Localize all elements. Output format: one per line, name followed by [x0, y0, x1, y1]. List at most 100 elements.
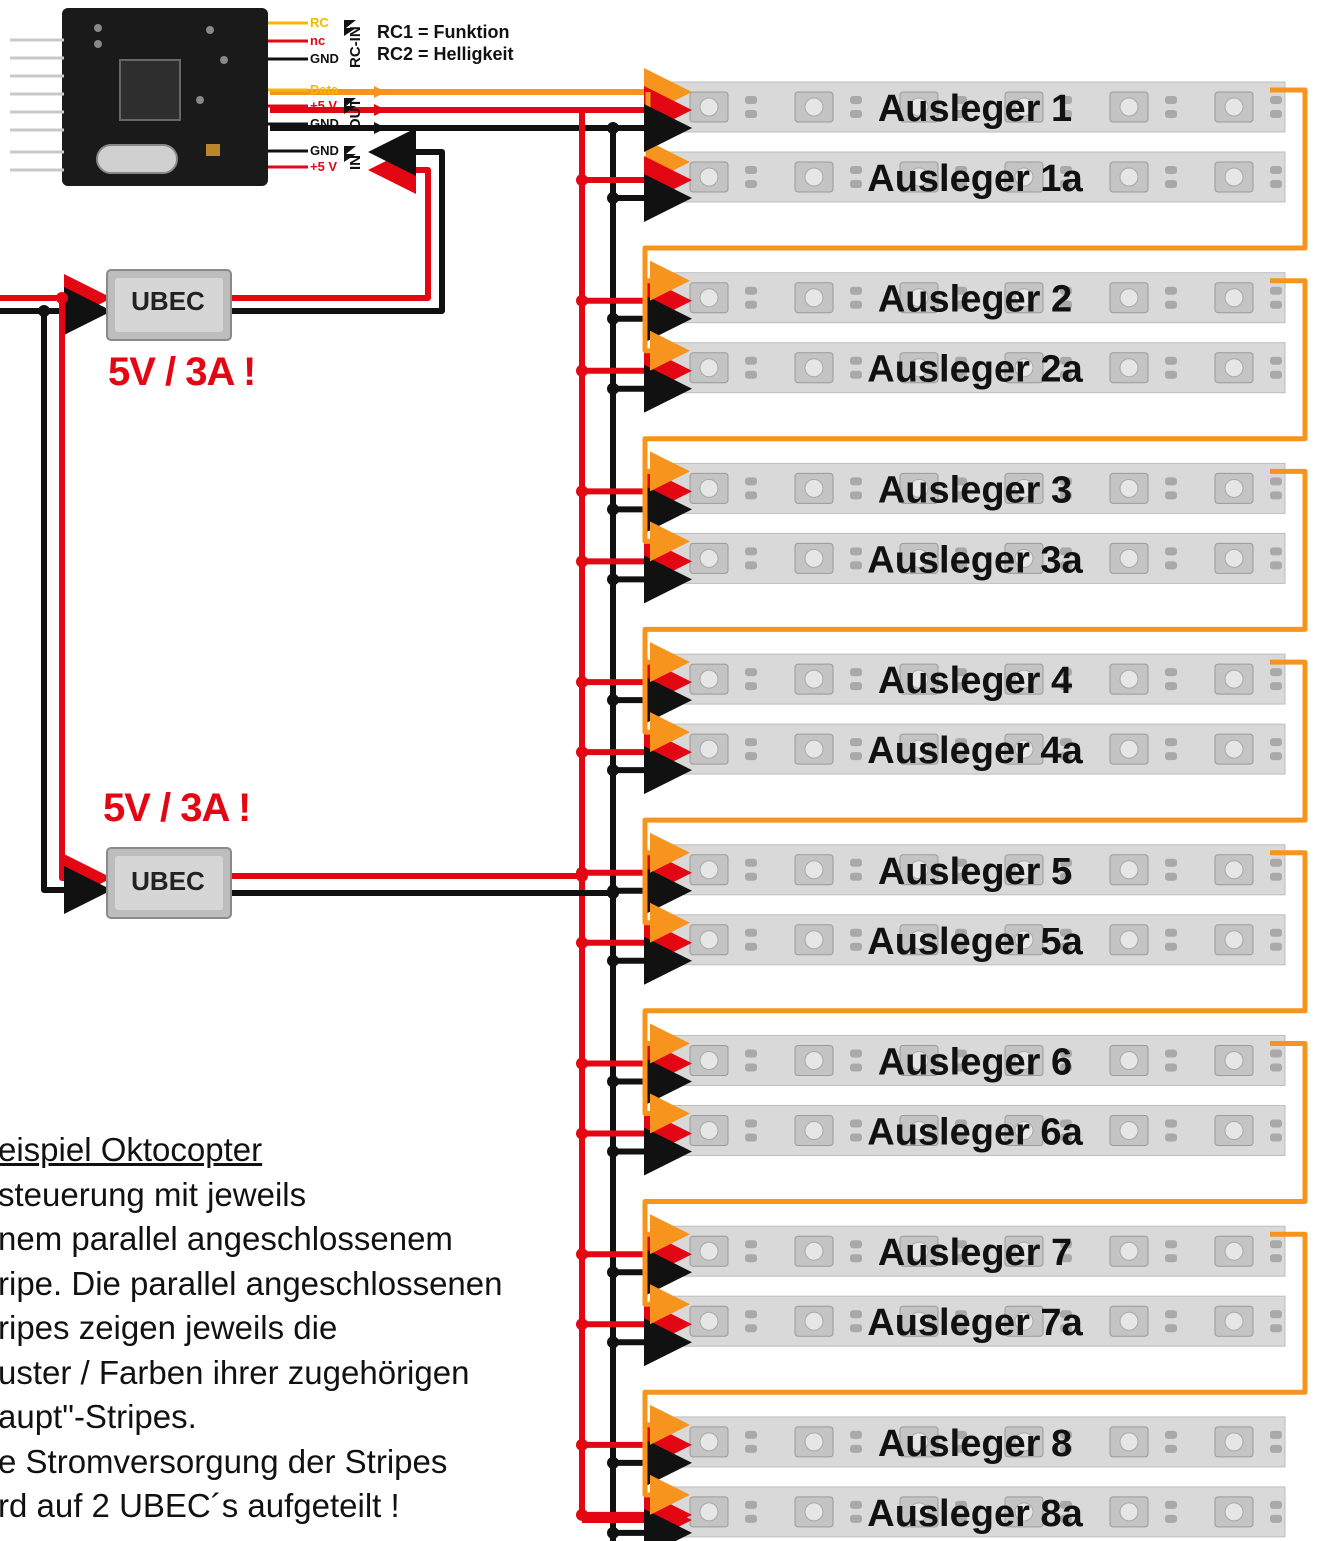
rc1-note: RC1 = Funktion [377, 22, 510, 42]
strip-body [664, 723, 1286, 775]
resistor [745, 286, 757, 295]
resistor [850, 668, 862, 677]
resistor [1165, 491, 1177, 500]
led-strip: Ausleger 7 [664, 1225, 1286, 1277]
resistor [1060, 1310, 1072, 1319]
resistor [1165, 1500, 1177, 1509]
resistor [850, 942, 862, 951]
resistor [745, 668, 757, 677]
led-lens [804, 1051, 824, 1070]
led-lens [1119, 548, 1139, 568]
junction-dot [576, 1438, 588, 1451]
led-lens [1014, 288, 1034, 308]
strip-body [664, 81, 1286, 133]
resistor [1060, 300, 1072, 309]
led-lens [1119, 1241, 1139, 1261]
ubec-1: UBEC [106, 269, 232, 341]
ubec-2-label: UBEC [131, 866, 205, 896]
resistor [850, 300, 862, 309]
led-lens [909, 1311, 929, 1331]
ubec-2: UBEC [106, 847, 232, 919]
resistor [1060, 356, 1072, 365]
led-lens [1014, 478, 1034, 498]
in-label: IN [347, 155, 364, 170]
resistor [850, 872, 862, 881]
resistor [850, 752, 862, 761]
resistor [955, 477, 967, 486]
plus-wire [59, 298, 112, 902]
led-lens [699, 1311, 719, 1331]
plus-wire [232, 146, 431, 301]
data-wire [642, 471, 690, 562]
resistor [850, 1049, 862, 1058]
led-strip: Ausleger 6 [664, 1035, 1286, 1086]
resistor [1165, 872, 1177, 881]
resistor [955, 1514, 967, 1523]
resistor [955, 180, 967, 188]
resistor [1165, 110, 1177, 118]
resistor [850, 110, 862, 118]
led-lens [1119, 1051, 1139, 1070]
junction-dot [576, 1508, 588, 1521]
resistor [955, 1500, 967, 1509]
led-lens [1224, 1311, 1244, 1331]
led-lens [1014, 860, 1034, 880]
resistor [850, 1119, 862, 1128]
pin-label: +5 V [310, 159, 337, 174]
resistor [1270, 752, 1282, 761]
note-line: uster / Farben ihrer zugehörigen [0, 1353, 470, 1391]
resistor [955, 668, 967, 677]
resistor [850, 1430, 862, 1439]
resistor [1060, 370, 1072, 379]
note-line: nem parallel angeschlossenem [0, 1220, 453, 1257]
resistor [1270, 1049, 1282, 1058]
led-lens [1224, 1051, 1244, 1070]
led-lens [1224, 1432, 1244, 1452]
led-lens [699, 1051, 719, 1070]
pin-label: GND [310, 116, 339, 131]
in-arrow [374, 146, 386, 158]
note-title: eispiel Oktocopter [0, 1131, 263, 1168]
out-arrow [374, 122, 386, 134]
resistor [955, 1254, 967, 1263]
resistor [1270, 477, 1282, 486]
strip-label: Ausleger 3a [867, 539, 1083, 581]
resistor [1270, 1063, 1282, 1072]
resistor [1165, 547, 1177, 556]
resistor [1165, 166, 1177, 174]
led-lens [804, 167, 824, 187]
junction-dot [607, 1075, 619, 1088]
resistor [955, 547, 967, 556]
junction-dot [607, 503, 619, 516]
resistor [745, 942, 757, 951]
resistor [1060, 491, 1072, 500]
resistor [955, 110, 967, 118]
resistor [1270, 356, 1282, 365]
strip-label: Ausleger 8 [878, 1423, 1072, 1465]
gnd-wire [41, 311, 112, 914]
led-lens [1224, 1241, 1244, 1261]
led-lens [804, 358, 824, 378]
led-lens [1224, 930, 1244, 950]
resistor [955, 356, 967, 365]
resistor [1060, 1430, 1072, 1439]
junction-dot [576, 1318, 588, 1331]
resistor [955, 1430, 967, 1439]
resistor [1060, 752, 1072, 761]
gnd-wire [232, 128, 445, 314]
resistor [1060, 110, 1072, 118]
led-lens [1014, 930, 1034, 950]
resistor [850, 928, 862, 937]
resistor [1270, 1514, 1282, 1523]
junction-dot [576, 676, 588, 689]
resistor [1270, 928, 1282, 937]
led-lens [1119, 739, 1139, 759]
controller-board [10, 8, 268, 186]
resistor [1270, 1310, 1282, 1319]
led-lens [699, 930, 719, 950]
junction-dot [607, 382, 619, 395]
strip-label: Ausleger 2 [878, 279, 1072, 321]
resistor [1060, 1240, 1072, 1249]
resistor [745, 1514, 757, 1523]
led-lens [1014, 1051, 1034, 1070]
